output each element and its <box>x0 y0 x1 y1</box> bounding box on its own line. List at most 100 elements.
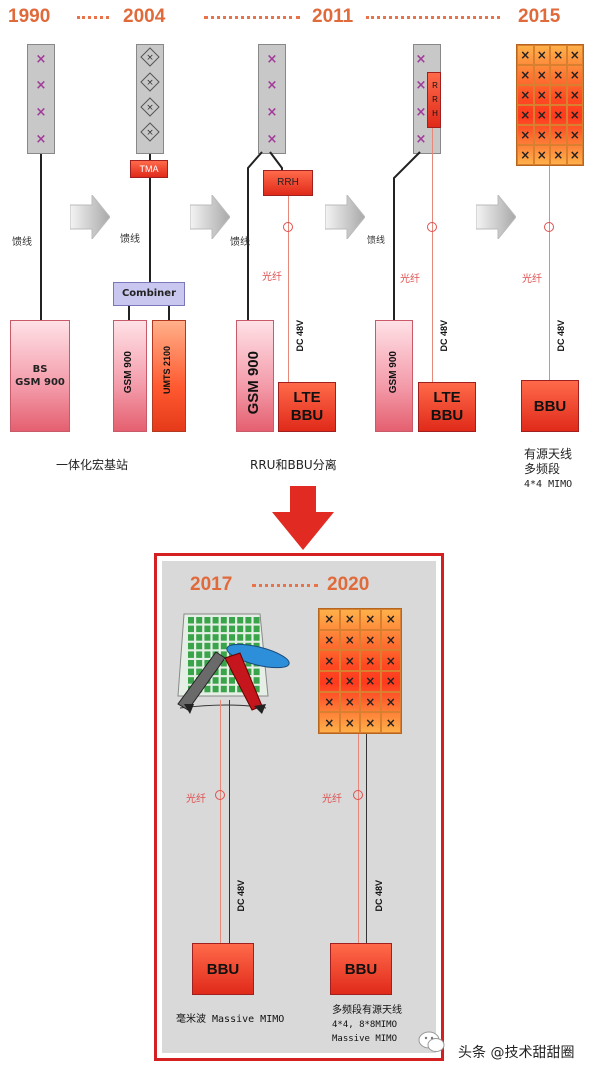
antenna-element <box>212 625 219 633</box>
antenna-element <box>212 634 219 641</box>
lte-bbu-box: LTE BBU <box>278 382 336 432</box>
timeline-dots <box>204 16 300 19</box>
fiber-cable <box>220 700 221 944</box>
rrh-box: RRH <box>263 170 313 196</box>
antenna-element <box>220 617 227 624</box>
antenna-element <box>188 625 194 633</box>
dc48v-label: DC 48V <box>439 320 449 352</box>
gsm900-label: GSM 900 <box>15 377 65 388</box>
antenna-element <box>253 668 260 676</box>
antenna-element <box>188 651 194 658</box>
antenna-element <box>245 625 252 633</box>
year-2015: 2015 <box>518 6 561 27</box>
power-cable <box>229 700 230 944</box>
rrh-label: RRH <box>432 81 438 118</box>
down-arrow-icon <box>272 486 334 550</box>
gsm900-box: GSM 900 <box>236 320 274 432</box>
antenna-element <box>212 642 219 650</box>
cross-icon: × <box>266 78 278 93</box>
antenna-element <box>196 625 203 633</box>
power-cable <box>366 734 367 944</box>
antenna-element <box>196 617 203 624</box>
combiner-label: Combiner <box>121 288 177 299</box>
antenna-2011: × × × × <box>258 44 286 154</box>
feeder-label: 馈线 <box>367 236 386 246</box>
lte-bbu-box: LTE BBU <box>418 382 476 432</box>
bs-gsm900-box: BS GSM 900 <box>10 320 70 432</box>
antenna-1990: × × × × <box>27 44 55 154</box>
svg-text:×: × <box>146 128 154 138</box>
cross-icon: × <box>266 52 278 67</box>
antenna-element <box>237 685 244 693</box>
timeline-dots <box>77 16 109 19</box>
antenna-element <box>204 617 211 624</box>
caption-separation: RRU和BBU分离 <box>250 458 337 472</box>
caption-mmwave: 毫米波 Massive MIMO <box>176 1014 285 1025</box>
year-2020: 2020 <box>327 574 370 595</box>
massive-mimo-antenna <box>177 613 290 714</box>
caption-active-antenna: 有源天线 多频段 4*4 MIMO <box>524 447 572 492</box>
bbu-label: BBU <box>344 961 378 978</box>
antenna-element <box>204 625 211 633</box>
feeder-routing <box>393 151 421 320</box>
chevron-arrow-icon <box>325 195 365 239</box>
svg-text:×: × <box>146 103 154 113</box>
bbu-label: BBU <box>206 961 240 978</box>
bbu-label: BBU <box>430 407 464 424</box>
dc48v-label: DC 48V <box>236 880 246 912</box>
antenna-2004: ×××× <box>136 44 164 154</box>
antenna-element <box>237 634 244 641</box>
bbu-box: BBU <box>330 943 392 995</box>
year-1990: 1990 <box>8 6 51 27</box>
antenna-element <box>196 668 203 676</box>
antenna-element <box>188 642 194 650</box>
cross-icon: × <box>415 78 427 93</box>
gsm900-label: GSM 900 <box>245 351 262 415</box>
chevron-arrow-icon <box>476 195 516 239</box>
rrh-label: RRH <box>277 177 299 188</box>
antenna-element <box>220 651 227 658</box>
chevron-arrow-icon <box>190 195 230 239</box>
antenna-element <box>245 617 252 624</box>
watermark: 头条 @技术甜甜圈 <box>458 1045 575 1061</box>
antenna-element <box>196 642 203 650</box>
feeder-cable <box>149 178 151 282</box>
antenna-element <box>220 625 227 633</box>
caption-multiband: 多频段有源天线 4*4, 8*8MIMO Massive MIMO <box>332 1004 402 1046</box>
year-2004: 2004 <box>123 6 166 27</box>
caption-integrated: 一体化宏基站 <box>56 458 129 472</box>
antenna-element <box>188 668 194 676</box>
antenna-element <box>188 677 194 684</box>
gsm900-label: GSM 900 <box>388 351 399 394</box>
bbu-label: BBU <box>533 398 567 415</box>
antenna-element <box>204 651 211 658</box>
wechat-icon <box>418 1031 445 1052</box>
caption-line: 多频段 <box>524 462 561 476</box>
antenna-element <box>212 685 219 693</box>
antenna-element <box>229 634 235 641</box>
feeder-label: 馈线 <box>230 237 250 248</box>
antenna-element <box>204 634 211 641</box>
fiber-cable <box>358 734 359 944</box>
fiber-loop-icon <box>353 790 363 800</box>
antenna-element <box>196 651 203 658</box>
timeline-dots <box>366 16 500 19</box>
dc48v-label: DC 48V <box>295 320 305 352</box>
antenna-element <box>220 634 227 641</box>
feeder-label: 馈线 <box>12 237 32 248</box>
antenna-element <box>245 668 252 676</box>
tma-box: TMA <box>130 160 168 178</box>
antenna-element <box>253 677 260 684</box>
antenna-element <box>204 685 211 693</box>
antenna-element <box>212 677 219 684</box>
antenna-element <box>188 660 194 667</box>
umts2100-box: UMTS 2100 <box>152 320 186 432</box>
antenna-element <box>253 625 260 633</box>
fiber-cable <box>432 128 433 382</box>
feeder-cable <box>40 154 42 320</box>
bbu-box: BBU <box>192 943 254 995</box>
antenna-element <box>220 685 227 693</box>
fiber-loop-icon <box>283 222 293 232</box>
fiber-label: 光纤 <box>262 272 282 283</box>
caption-line: 有源天线 <box>524 447 573 461</box>
